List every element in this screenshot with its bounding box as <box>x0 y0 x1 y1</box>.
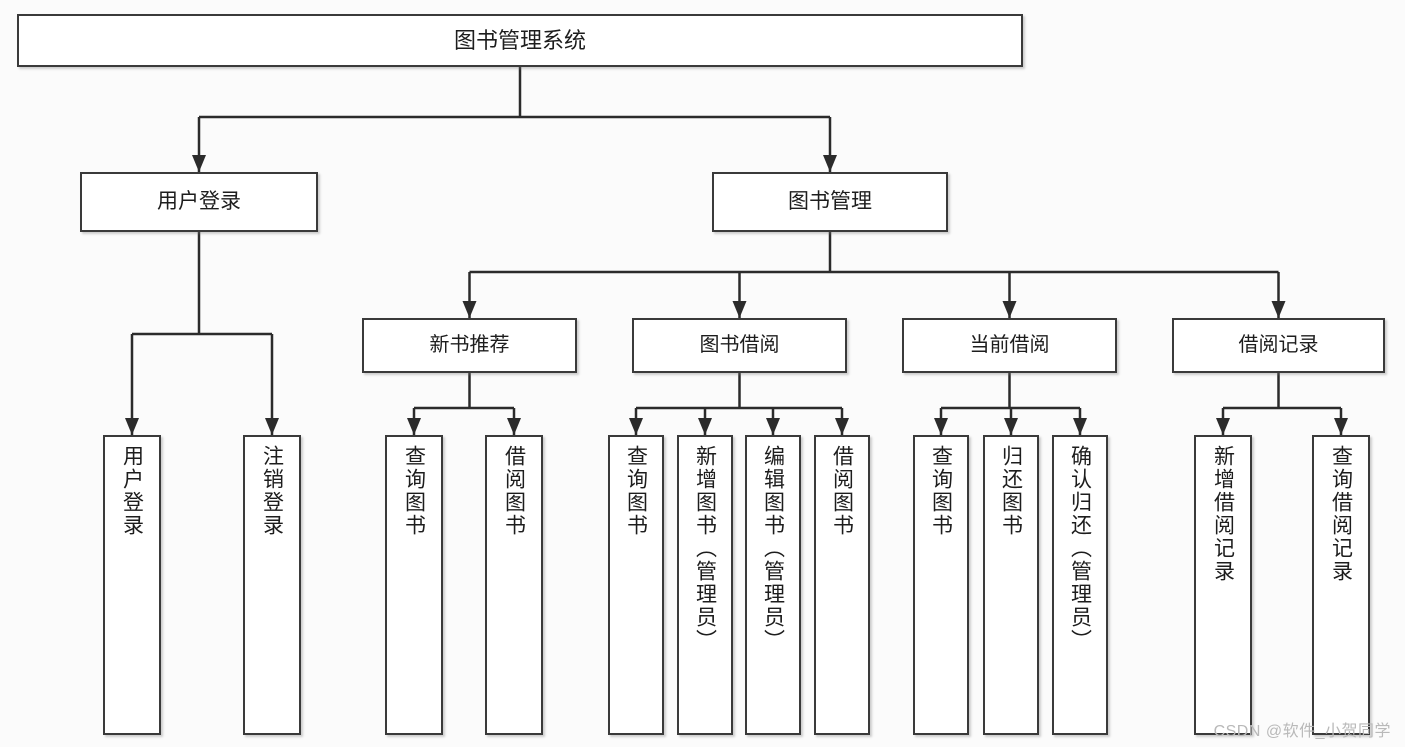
arrowhead-icon <box>462 301 477 318</box>
node-leaf-cur-2[interactable]: 归还图书 <box>983 435 1039 735</box>
node-label: 查询图书 <box>402 445 426 537</box>
arrowhead-icon <box>835 418 849 435</box>
arrowhead-icon <box>192 155 206 172</box>
node-label: 当前借阅 <box>969 334 1050 356</box>
arrowhead-icon <box>766 418 780 435</box>
node-newbook[interactable]: 新书推荐 <box>362 318 577 373</box>
node-label: 新增借阅记录 <box>1211 445 1235 583</box>
arrowhead-icon <box>1216 418 1230 435</box>
arrowhead-icon <box>1002 301 1017 318</box>
arrowhead-icon <box>125 418 139 435</box>
arrowhead-icon <box>823 155 837 172</box>
node-label: 图书管理 <box>788 189 872 213</box>
node-label: 编辑图书（管理员） <box>761 445 785 652</box>
node-label: 查询借阅记录 <box>1329 445 1353 583</box>
node-leaf-rec-1[interactable]: 新增借阅记录 <box>1194 435 1252 735</box>
node-label: 图书管理系统 <box>453 27 586 53</box>
node-label: 归还图书 <box>999 445 1023 537</box>
node-label: 新书推荐 <box>429 334 510 356</box>
node-label: 用户登录 <box>120 445 144 537</box>
node-leaf-cur-3[interactable]: 确认归还（管理员） <box>1052 435 1108 735</box>
arrowhead-icon <box>1334 418 1348 435</box>
arrowhead-icon <box>1271 301 1286 318</box>
arrowhead-icon <box>698 418 712 435</box>
node-leaf-cur-1[interactable]: 查询图书 <box>913 435 969 735</box>
node-bookmgmt[interactable]: 图书管理 <box>712 172 948 232</box>
node-label: 借阅图书 <box>502 445 526 537</box>
watermark: CSDN @软件_小贺同学 <box>1213 723 1391 740</box>
arrowhead-icon <box>407 418 421 435</box>
node-label: 用户登录 <box>157 189 241 213</box>
node-label: 新增图书（管理员） <box>693 445 717 652</box>
arrowhead-icon <box>1004 418 1018 435</box>
node-leaf-borrow-1[interactable]: 查询图书 <box>608 435 664 735</box>
arrowhead-icon <box>1073 418 1087 435</box>
arrowhead-icon <box>732 301 747 318</box>
node-leaf-rec-2[interactable]: 查询借阅记录 <box>1312 435 1370 735</box>
arrowhead-icon <box>934 418 948 435</box>
node-label: 查询图书 <box>624 445 648 537</box>
node-label: 确认归还（管理员） <box>1068 445 1092 652</box>
node-leaf-borrow-3[interactable]: 编辑图书（管理员） <box>745 435 801 735</box>
node-current[interactable]: 当前借阅 <box>902 318 1117 373</box>
arrowhead-icon <box>629 418 643 435</box>
arrowhead-icon <box>265 418 279 435</box>
node-login[interactable]: 用户登录 <box>80 172 318 232</box>
node-label: 借阅图书 <box>830 445 854 537</box>
node-label: 查询图书 <box>929 445 953 537</box>
node-label: 注销登录 <box>260 445 284 537</box>
node-leaf-new-1[interactable]: 查询图书 <box>385 435 443 735</box>
node-leaf-login-1[interactable]: 用户登录 <box>103 435 161 735</box>
node-record[interactable]: 借阅记录 <box>1172 318 1385 373</box>
node-leaf-login-2[interactable]: 注销登录 <box>243 435 301 735</box>
node-label: 图书借阅 <box>699 334 780 356</box>
node-borrow[interactable]: 图书借阅 <box>632 318 847 373</box>
node-label: 借阅记录 <box>1238 334 1319 356</box>
node-leaf-new-2[interactable]: 借阅图书 <box>485 435 543 735</box>
arrowhead-icon <box>507 418 521 435</box>
node-leaf-borrow-4[interactable]: 借阅图书 <box>814 435 870 735</box>
node-root[interactable]: 图书管理系统 <box>17 14 1023 67</box>
node-leaf-borrow-2[interactable]: 新增图书（管理员） <box>677 435 733 735</box>
